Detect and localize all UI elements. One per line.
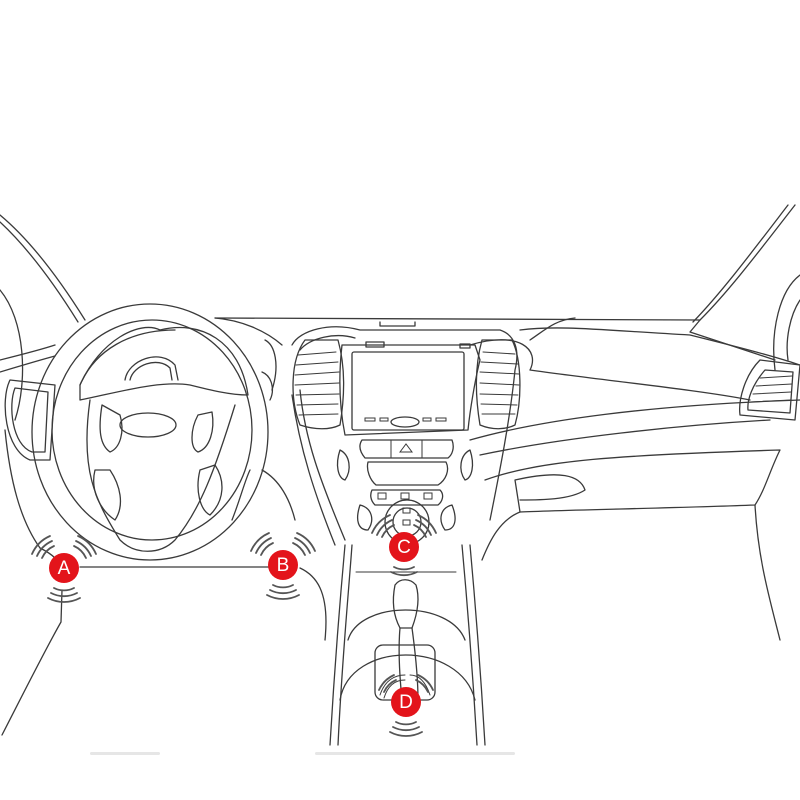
center-stack	[291, 326, 518, 546]
floor-shadow-center	[315, 752, 515, 755]
marker-a-label: A	[57, 557, 71, 579]
marker-d-label: D	[399, 691, 413, 713]
marker-c-label: C	[397, 536, 411, 558]
gear-shifter	[374, 579, 436, 701]
dashboard-top	[214, 317, 800, 401]
floor-shadow-left	[90, 752, 160, 755]
passenger-air-vent	[739, 359, 800, 421]
marker-b: B	[268, 550, 298, 580]
center-right-vent	[475, 339, 521, 430]
windshield-frame	[0, 204, 800, 421]
passenger-dash	[469, 399, 800, 641]
center-console	[329, 544, 486, 746]
steering-wheel	[31, 303, 269, 561]
marker-c: C	[389, 532, 419, 562]
marker-d: D	[391, 687, 421, 717]
marker-b-label: B	[276, 554, 290, 576]
cluster-side	[214, 317, 296, 521]
center-left-vent	[292, 339, 345, 430]
marker-a: A	[49, 553, 79, 583]
driver-side-vent	[0, 344, 56, 549]
